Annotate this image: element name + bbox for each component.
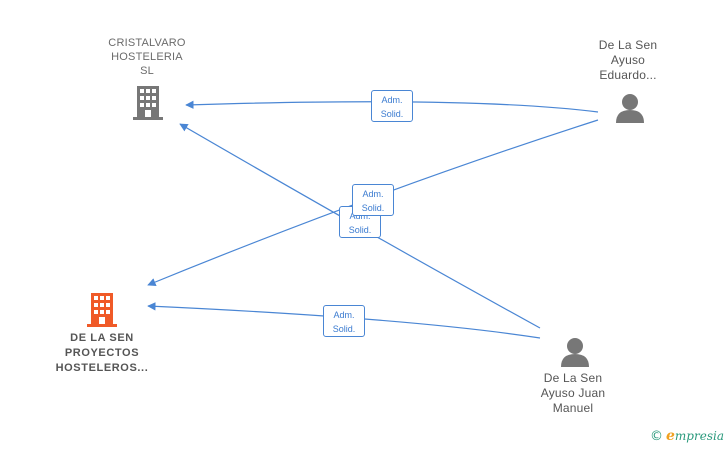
node-label-line: Manuel: [552, 401, 594, 415]
building-icon: [133, 86, 163, 120]
node-label-line: DE LA SEN: [70, 332, 134, 344]
node-label-cristalvaro[interactable]: CRISTALVARO HOSTELERIA SL: [95, 36, 199, 78]
node-label-juan-manuel[interactable]: De La Sen Ayuso Juan Manuel: [524, 371, 622, 416]
edge-label: Adm. Solid.: [371, 90, 413, 122]
copyright-icon: ©: [650, 429, 663, 444]
node-label-line: SL: [140, 65, 154, 77]
edge-label-line: Solid.: [380, 109, 404, 119]
node-label-line: CRISTALVARO: [108, 37, 186, 49]
brand-name: mpresia: [674, 429, 724, 443]
edge-label-line: Solid.: [332, 324, 356, 334]
edge-label: Adm. Solid.: [323, 305, 365, 337]
node-label-delasen-proyectos[interactable]: DE LA SEN PROYECTOS HOSTELEROS...: [40, 331, 164, 376]
edge-label-line: Solid.: [361, 203, 385, 213]
node-label-line: Eduardo...: [599, 68, 657, 82]
edge-label-line: Solid.: [348, 225, 372, 235]
edge-label-line: Adm.: [381, 95, 403, 105]
edge-juan-to-delasen: [147, 302, 541, 339]
node-label-line: HOSTELERIA: [111, 51, 183, 63]
brand-initial: e: [666, 428, 675, 444]
main-building-icon: [87, 293, 117, 327]
node-label-line: De La Sen: [543, 371, 603, 385]
edge-label-line: Adm.: [333, 310, 355, 320]
person-icon: [616, 94, 644, 123]
node-label-line: De La Sen: [598, 38, 658, 52]
node-label-line: Ayuso: [610, 53, 646, 67]
edge-label-line: Adm.: [362, 189, 384, 199]
edge-eduardo-to-cristalvaro: [185, 100, 599, 113]
node-label-line: HOSTELEROS...: [55, 362, 149, 374]
edge-label: Adm. Solid.: [352, 184, 394, 216]
node-label-line: PROYECTOS: [64, 347, 140, 359]
brand-logo: ©empresia: [650, 428, 724, 444]
person-icon: [561, 338, 589, 367]
node-label-eduardo[interactable]: De La Sen Ayuso Eduardo...: [580, 38, 676, 83]
edge-label-line: Adm.: [349, 211, 371, 221]
node-label-line: Ayuso Juan: [540, 386, 606, 400]
